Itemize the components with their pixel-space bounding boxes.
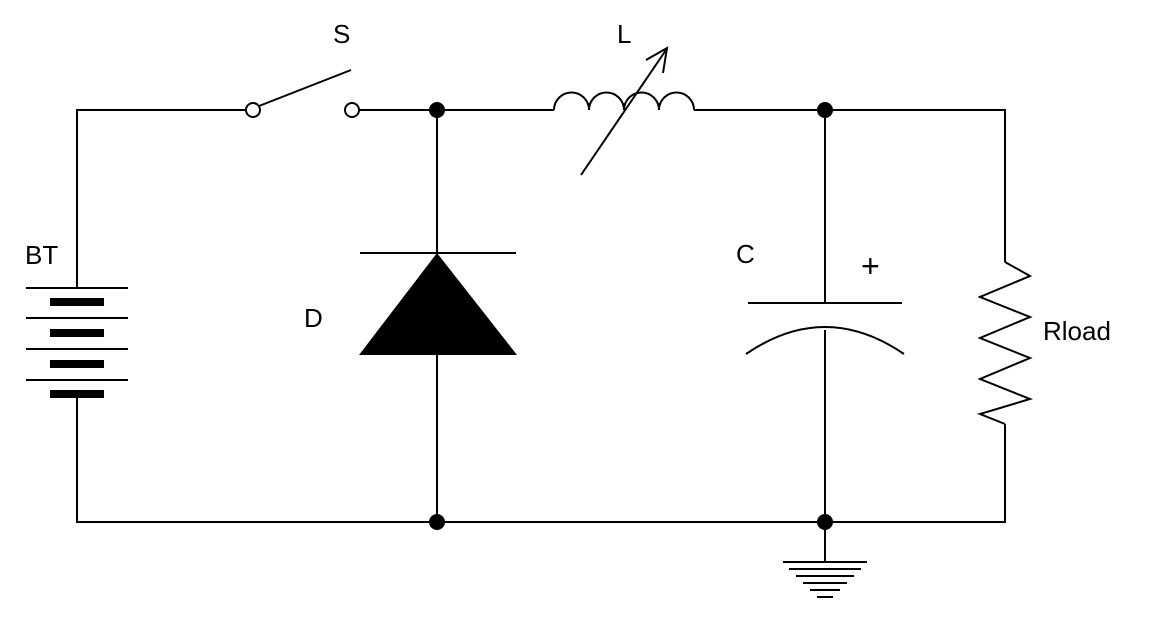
junction-dot (429, 514, 445, 530)
battery-plate-short (50, 390, 104, 398)
inductor-arrow-head (645, 46, 669, 74)
inductor-coil (553, 91, 695, 111)
ground-symbol (783, 561, 867, 598)
wires (76, 109, 1006, 562)
capacitor-plate-curved (745, 326, 905, 355)
junction-dot (817, 514, 833, 530)
wire-top-right (825, 109, 1006, 262)
switch-terminal-right (344, 102, 360, 118)
resistor-zigzag (976, 261, 1034, 425)
inductor-label: L (617, 19, 631, 49)
switch-label: S (333, 19, 350, 49)
junctions (429, 102, 833, 530)
inductor: L (553, 19, 695, 176)
battery-plate-short (50, 298, 104, 306)
capacitor-polarity-label: + (861, 248, 880, 284)
battery-label: BT (25, 240, 58, 270)
battery: BT (25, 240, 128, 398)
diode: D (304, 252, 517, 355)
capacitor-label: C (736, 239, 755, 269)
battery-plate-short (50, 329, 104, 337)
switch: S (245, 19, 360, 118)
inductor-variable-arrow (580, 49, 667, 176)
junction-dot (429, 102, 445, 118)
diode-label: D (304, 303, 323, 333)
wire-top-left (76, 109, 246, 288)
switch-terminal-left (245, 102, 261, 118)
diode-triangle (359, 253, 517, 355)
junction-dot (817, 102, 833, 118)
wire-bottom-right (76, 394, 1006, 523)
switch-blade (258, 69, 352, 107)
capacitor: C + (736, 239, 905, 355)
load-resistor: Rload (976, 261, 1111, 425)
load-label: Rload (1043, 316, 1111, 346)
battery-plate-short (50, 360, 104, 368)
